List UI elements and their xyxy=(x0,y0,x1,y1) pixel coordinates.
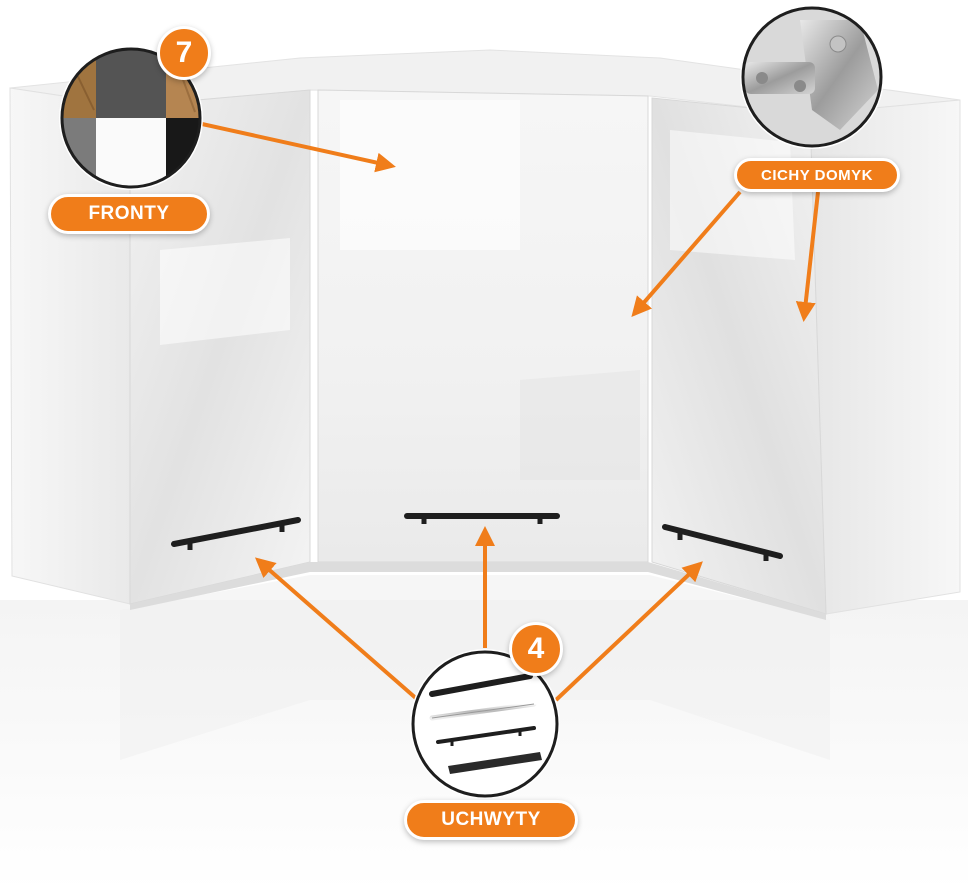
uchwyty-label: UCHWYTY xyxy=(404,800,578,840)
handle-variant-chrome-bar xyxy=(429,701,537,721)
uchwyty-count-badge: 4 xyxy=(509,622,563,676)
fronty-label: FRONTY xyxy=(48,194,210,234)
handles-circle xyxy=(410,649,560,799)
door-handle-center xyxy=(404,513,560,524)
arrow-handle-left xyxy=(254,557,420,702)
swatch-graphite xyxy=(96,49,166,118)
arrow-hinge-center xyxy=(631,190,742,318)
arrow-hinge-right xyxy=(795,191,820,322)
handle-variant-black-slim xyxy=(436,726,536,746)
hinge-circle xyxy=(740,5,884,149)
door-handle-left xyxy=(171,517,301,550)
handle-variant-black-bar xyxy=(429,673,533,697)
arrow-fronty xyxy=(201,122,396,173)
door-handle-right xyxy=(662,524,783,561)
swatch-white xyxy=(96,118,166,187)
cichy-domyk-label: CICHY DOMYK xyxy=(734,158,900,192)
arrow-handle-right xyxy=(554,561,703,702)
hinge-icon xyxy=(800,20,878,130)
handle-variant-black-square xyxy=(448,752,542,774)
fronty-count-badge: 7 xyxy=(157,26,211,80)
